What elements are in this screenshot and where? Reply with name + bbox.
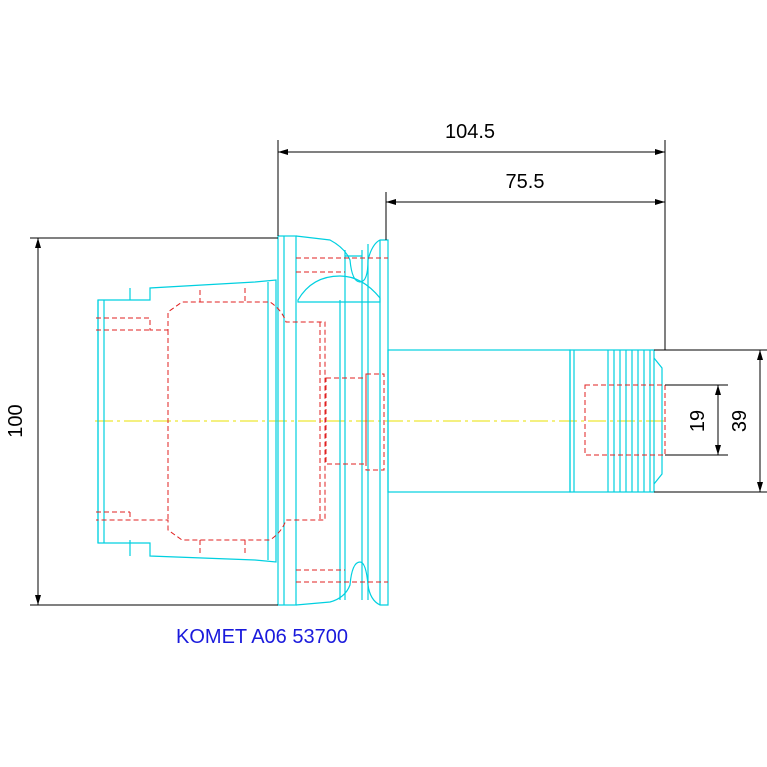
dimension-shank-length: 75.5 bbox=[385, 171, 665, 240]
dimension-overall-length: 104.5 bbox=[277, 121, 666, 350]
dimension-bore-diameter: 19 bbox=[665, 384, 728, 456]
hidden-lines bbox=[96, 257, 666, 583]
dimension-shank-diameter: 39 bbox=[654, 349, 767, 493]
dim-label-overall-length: 104.5 bbox=[445, 121, 495, 143]
tool-body-outline bbox=[97, 235, 663, 606]
dim-label-flange-diameter: 100 bbox=[5, 404, 27, 437]
dim-label-shank-diameter: 39 bbox=[729, 410, 751, 432]
part-caption: KOMET A06 53700 bbox=[176, 626, 348, 648]
dimension-flange-diameter: 100 bbox=[5, 237, 278, 606]
dim-label-shank-length: 75.5 bbox=[506, 171, 545, 193]
dim-label-bore-diameter: 19 bbox=[687, 410, 709, 432]
